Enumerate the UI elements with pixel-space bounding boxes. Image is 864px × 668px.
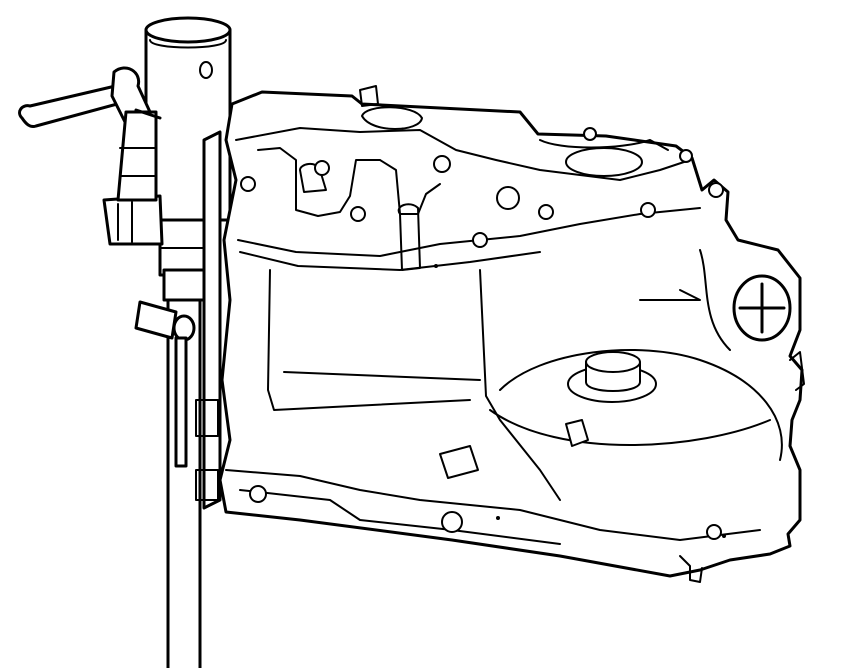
lever-link	[134, 108, 162, 120]
right-cover-curve	[699, 249, 731, 351]
detail-dot-1	[434, 264, 438, 268]
bolt-3	[350, 206, 366, 222]
stand-sleeve	[162, 268, 206, 302]
bolt-6	[538, 204, 554, 220]
bolt-1	[240, 176, 256, 192]
tube-hole	[199, 61, 213, 79]
upper-boss	[565, 147, 643, 177]
lower-bolt-3	[706, 524, 722, 540]
lock-rod	[174, 336, 188, 468]
diff-cover-lower-arc	[489, 409, 771, 446]
lock-pin-block	[134, 300, 178, 340]
mount-bracket-upper	[195, 399, 219, 437]
mount-plate	[202, 130, 222, 510]
detail-dot-2	[496, 516, 500, 520]
panel-left	[267, 269, 471, 411]
bolt-7	[472, 232, 488, 248]
bolt-9	[708, 182, 724, 198]
right-flange-line	[639, 289, 701, 301]
plus-cap-icon	[732, 274, 792, 342]
lower-flange-inner	[239, 489, 561, 545]
clamp-ribs	[117, 201, 133, 243]
bolt-10	[679, 149, 693, 163]
lever-arm-ribs	[119, 147, 157, 177]
bolt-4	[433, 155, 451, 173]
diff-cover-arc	[499, 349, 783, 461]
breather-plug	[359, 85, 379, 107]
mount-bracket-lower	[195, 469, 219, 501]
valve-post	[397, 203, 421, 271]
lower-boss	[439, 445, 479, 479]
lock-pin-knob	[172, 314, 196, 342]
diff-plug-top	[585, 351, 641, 373]
panel-rib	[283, 371, 481, 381]
lower-bolt-1	[249, 485, 267, 503]
tube-rim	[149, 39, 227, 49]
bolt-5	[496, 186, 520, 210]
lower-flange	[225, 469, 761, 541]
lower-bolt-2	[441, 511, 463, 533]
transaxle-housing-icon	[218, 85, 805, 583]
drain-plug	[679, 555, 703, 583]
valve-pocket	[299, 163, 327, 193]
bolt-8	[640, 202, 656, 218]
cover-top-edge	[235, 127, 691, 181]
top-dome	[361, 106, 423, 130]
panel-divider	[479, 269, 561, 501]
bolt-11	[583, 127, 597, 141]
lever-arm	[116, 110, 158, 202]
tube-opening	[144, 16, 232, 44]
upper-boss-ridge	[539, 139, 669, 151]
bolt-2	[314, 160, 330, 176]
detail-dot-3	[722, 534, 726, 538]
engine-stand-icon	[18, 16, 232, 668]
valve-body-contour	[257, 147, 441, 217]
cover-flange-lower	[239, 251, 541, 271]
drain-tab	[565, 419, 589, 447]
side-boss	[789, 351, 805, 391]
